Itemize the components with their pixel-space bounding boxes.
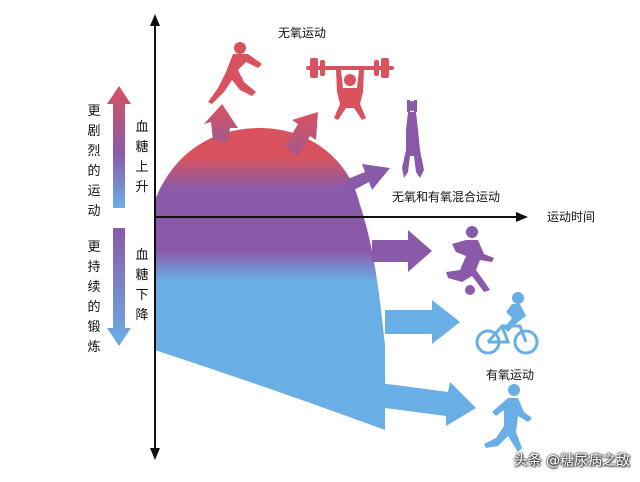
left-arrow-down	[107, 228, 131, 346]
y-axis-arrow-bottom	[150, 448, 160, 460]
cyclist-icon	[475, 292, 539, 355]
basketball-player-icon	[402, 100, 424, 178]
exercise-mound	[155, 128, 385, 430]
intense-exercise-label: 更剧烈的运动	[87, 104, 101, 219]
arrow-to-runner	[370, 382, 476, 426]
glucose-rise-label: 血糖上升	[135, 120, 149, 195]
weightlifter-icon	[306, 58, 394, 120]
x-axis-label: 运动时间	[547, 210, 596, 224]
glucose-fall-label: 血糖下降	[135, 248, 149, 323]
anaerobic-label: 无氧运动	[278, 26, 327, 40]
arrow-to-soccer-player	[372, 230, 432, 272]
watermark: 头条 @糖尿病之敌	[513, 453, 630, 469]
mixed-label: 无氧和有氧混合运动	[392, 190, 501, 204]
x-axis-arrow	[516, 212, 528, 222]
runner-icon	[484, 384, 532, 452]
sustained-exercise-label: 更持续的锻炼	[87, 240, 101, 355]
left-arrow-up	[107, 86, 131, 208]
sprinter-icon	[208, 42, 262, 104]
arrow-to-cyclist	[385, 300, 460, 344]
soccer-player-icon	[446, 226, 494, 295]
arrow-to-sprinter	[204, 104, 238, 142]
arrow-to-basketball-player	[345, 164, 390, 192]
aerobic-label: 有氧运动	[486, 368, 535, 382]
y-axis-arrow-top	[150, 14, 160, 26]
arrow-to-weightlifter	[285, 112, 318, 156]
